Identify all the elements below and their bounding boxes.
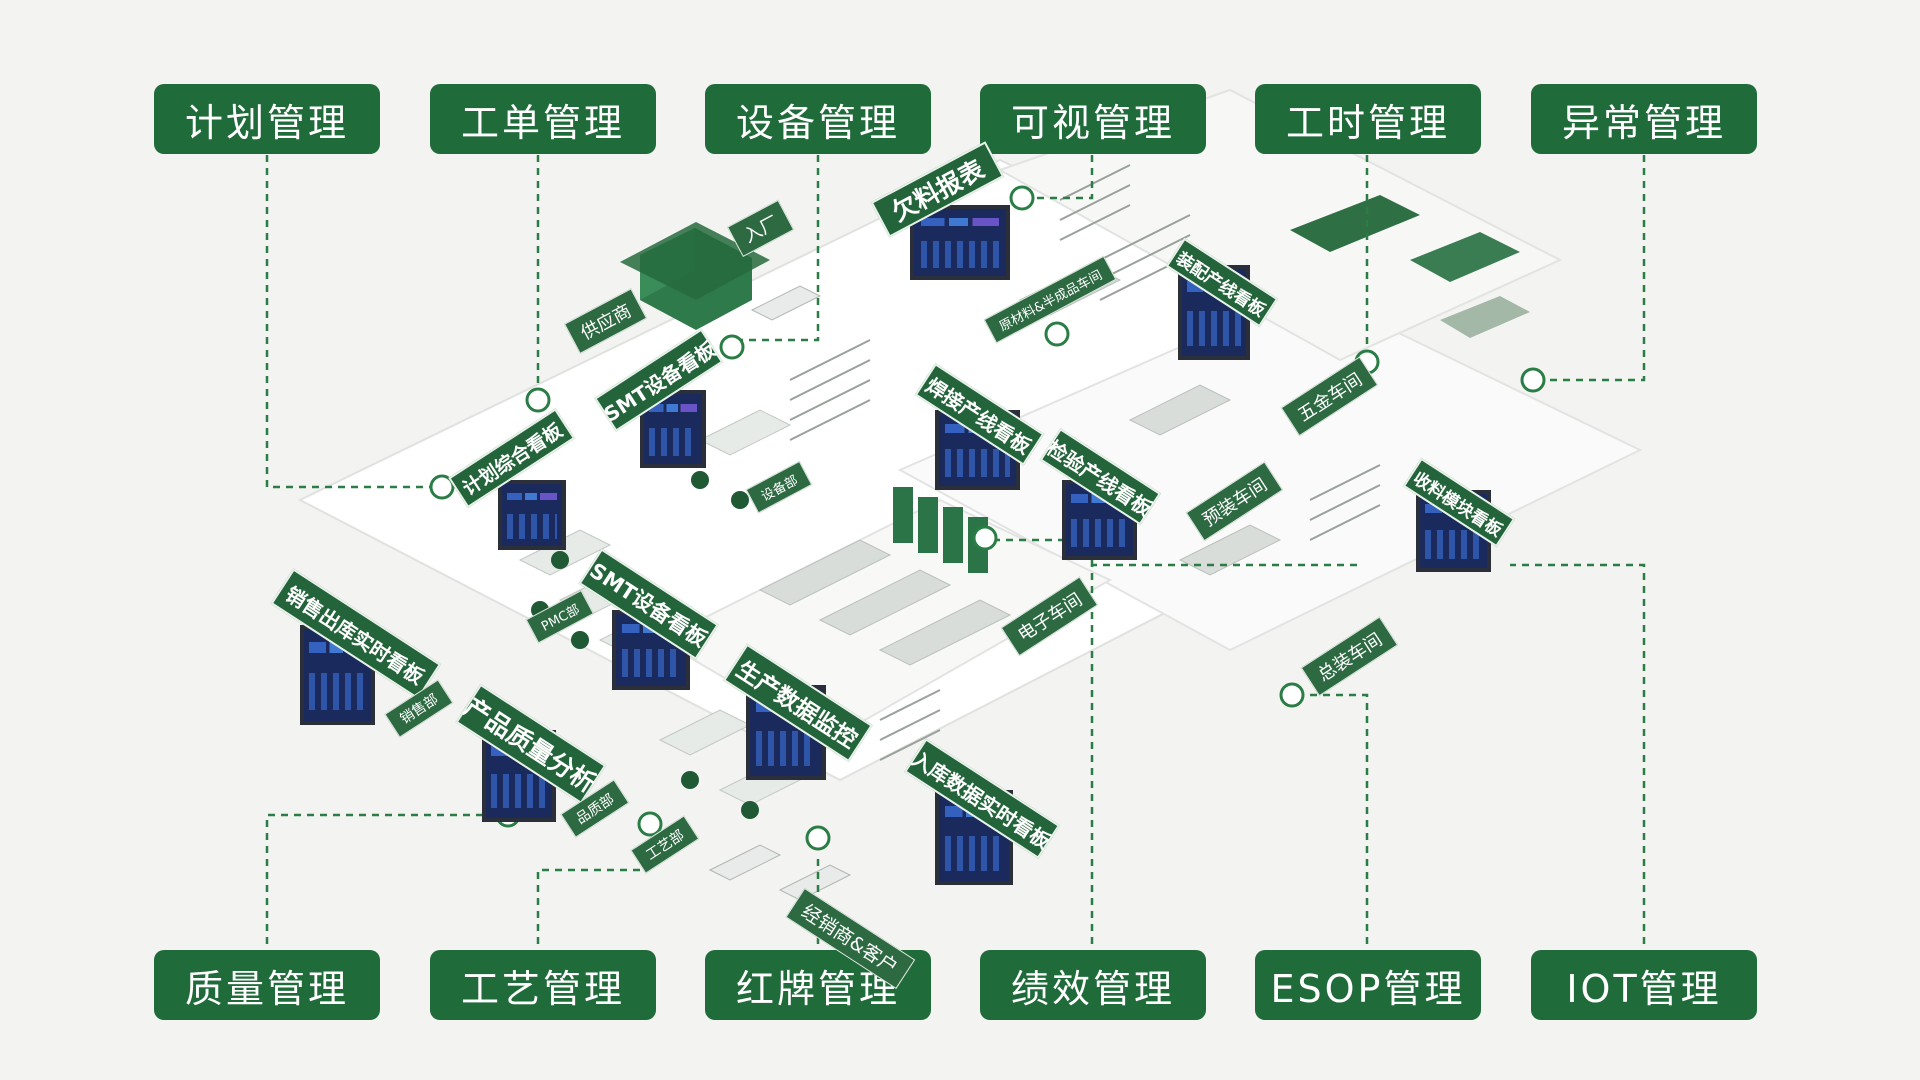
module-work-order-management[interactable]: 工单管理 bbox=[430, 84, 656, 154]
module-performance-management[interactable]: 绩效管理 bbox=[980, 950, 1206, 1020]
module-process-management[interactable]: 工艺管理 bbox=[430, 950, 656, 1020]
module-quality-management[interactable]: 质量管理 bbox=[154, 950, 380, 1020]
module-esop-management[interactable]: ESOP管理 bbox=[1255, 950, 1481, 1020]
material-shortage-screen bbox=[910, 205, 1010, 280]
module-man-hour-management[interactable]: 工时管理 bbox=[1255, 84, 1481, 154]
module-exception-management[interactable]: 异常管理 bbox=[1531, 84, 1757, 154]
module-plan-management[interactable]: 计划管理 bbox=[154, 84, 380, 154]
module-visual-management[interactable]: 可视管理 bbox=[980, 84, 1206, 154]
module-equipment-management[interactable]: 设备管理 bbox=[705, 84, 931, 154]
module-iot-management[interactable]: IOT管理 bbox=[1531, 950, 1757, 1020]
plan-screen bbox=[498, 480, 566, 550]
